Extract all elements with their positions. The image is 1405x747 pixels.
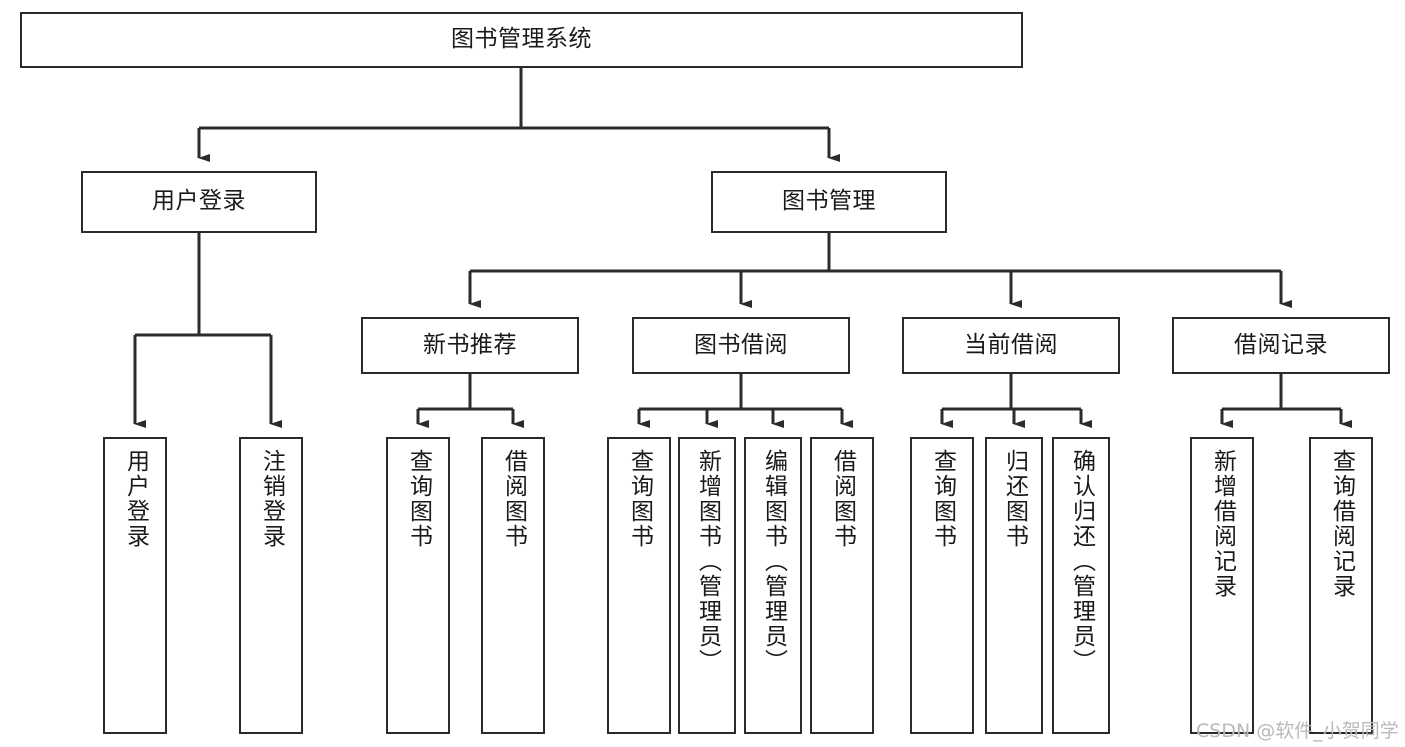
node-leaf-user-login[interactable]: 用户登录	[103, 437, 167, 734]
node-label-leaf-query-book-2: 查询图书	[626, 449, 653, 549]
node-new-book-recommend[interactable]: 新书推荐	[361, 317, 579, 374]
node-label-leaf-edit-book: 编辑图书（管理员）	[760, 449, 787, 674]
node-label-leaf-query-book-1: 查询图书	[405, 449, 432, 549]
node-leaf-query-book-1[interactable]: 查询图书	[386, 437, 450, 734]
node-label-new-book-recommend: 新书推荐	[423, 331, 517, 358]
node-leaf-query-record[interactable]: 查询借阅记录	[1309, 437, 1373, 734]
node-book-borrow[interactable]: 图书借阅	[632, 317, 850, 374]
node-label-book-borrow: 图书借阅	[694, 331, 788, 358]
node-label-leaf-borrow-book-1: 借阅图书	[500, 449, 527, 549]
node-leaf-confirm-return[interactable]: 确认归还（管理员）	[1052, 437, 1110, 734]
node-label-leaf-user-login: 用户登录	[122, 449, 149, 549]
node-book-manage[interactable]: 图书管理	[711, 171, 947, 233]
node-label-book-manage: 图书管理	[782, 188, 876, 215]
node-leaf-borrow-book-1[interactable]: 借阅图书	[481, 437, 545, 734]
node-leaf-borrow-book-2[interactable]: 借阅图书	[810, 437, 874, 734]
node-borrow-record[interactable]: 借阅记录	[1172, 317, 1390, 374]
node-label-user-login: 用户登录	[152, 188, 246, 215]
node-label-current-borrow: 当前借阅	[964, 331, 1058, 358]
node-current-borrow[interactable]: 当前借阅	[902, 317, 1120, 374]
node-leaf-add-record[interactable]: 新增借阅记录	[1190, 437, 1254, 734]
node-root[interactable]: 图书管理系统	[20, 12, 1023, 68]
node-label-borrow-record: 借阅记录	[1234, 331, 1328, 358]
node-label-leaf-confirm-return: 确认归还（管理员）	[1068, 449, 1095, 674]
node-label-leaf-borrow-book-2: 借阅图书	[829, 449, 856, 549]
node-leaf-return-book[interactable]: 归还图书	[985, 437, 1043, 734]
node-leaf-edit-book[interactable]: 编辑图书（管理员）	[744, 437, 802, 734]
node-label-leaf-add-record: 新增借阅记录	[1209, 449, 1236, 599]
node-label-leaf-user-logout: 注销登录	[258, 449, 285, 549]
node-leaf-query-book-3[interactable]: 查询图书	[910, 437, 974, 734]
node-label-leaf-query-book-3: 查询图书	[929, 449, 956, 549]
node-label-leaf-query-record: 查询借阅记录	[1328, 449, 1355, 599]
node-leaf-add-book[interactable]: 新增图书（管理员）	[678, 437, 736, 734]
node-label-leaf-add-book: 新增图书（管理员）	[694, 449, 721, 674]
node-leaf-user-logout[interactable]: 注销登录	[239, 437, 303, 734]
node-leaf-query-book-2[interactable]: 查询图书	[607, 437, 671, 734]
watermark-text: CSDN @软件_小贺同学	[1196, 720, 1399, 742]
node-label-root: 图书管理系统	[451, 26, 592, 53]
node-user-login[interactable]: 用户登录	[81, 171, 317, 233]
node-label-leaf-return-book: 归还图书	[1001, 449, 1028, 549]
